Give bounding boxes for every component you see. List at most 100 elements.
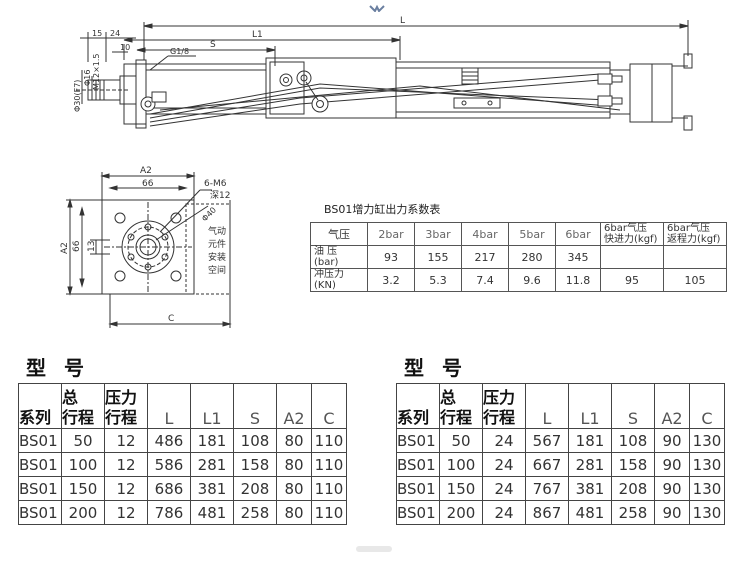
table-cell: 158 [233,452,277,477]
table-cell: 481 [568,500,612,525]
force-cell: 9.6 [508,268,556,292]
table-cell: 24 [482,500,526,525]
model-header-press-bottom: 行程 [105,408,138,427]
force-header-cell: 4bar [461,222,509,246]
table-cell: 50 [439,428,483,453]
dim-24-label: 24 [110,29,120,38]
dim-c-label: C [168,314,174,324]
model-header-c: C [311,383,347,429]
table-cell: BS01 [396,476,440,501]
phi30-label: Φ30(F7) [73,80,82,112]
force-header-6-line2: 快进力(kgf) [604,234,658,245]
force-table-title: BS01增力缸出力系数表 [324,203,441,216]
note-line2: 元件 [208,238,226,250]
table-cell: 258 [611,500,655,525]
force-header-cell: 气压 [310,222,368,246]
table-cell: 258 [233,500,277,525]
force-table-header-row: 气压 2bar 3bar 4bar 5bar 6bar 6bar气压 快进力(k… [310,222,727,246]
dim-10-label: 10 [120,43,130,52]
model-header-l1: L1 [568,383,612,429]
footer-mark [356,546,392,552]
table-cell: 90 [654,428,690,453]
force-row-label-line2: (bar) [314,257,339,268]
model-header-s: S [233,383,277,429]
force-header-7-line1: 6bar气压 [667,223,710,234]
force-row-label-line2: (KN) [314,280,336,291]
model-header-l: L [525,383,569,429]
table-cell: 181 [568,428,612,453]
table-cell: 110 [311,452,347,477]
dim-a2v-label: A2 [60,242,70,254]
force-row-label: 油 压 (bar) [310,245,368,269]
table-cell: 281 [190,452,234,477]
model-table-left-title: 型号 [26,356,102,380]
model-table-header-row: 系列 总 行程 压力 行程 L L1 S A2 C [18,383,347,429]
force-table-row: 油 压 (bar) 93 155 217 280 345 [310,245,727,269]
table-cell: 24 [482,452,526,477]
table-cell: 90 [654,452,690,477]
side-view-drawing: L L1 S 15 24 10 G1/8 Φ16 M12×1.5 Φ30(F7) [73,16,693,131]
table-cell: 12 [104,476,148,501]
table-cell: 200 [439,500,483,525]
dim-a2-label: A2 [140,166,152,176]
table-cell: 667 [525,452,569,477]
top-mark-icon [369,4,385,12]
model-header-l1: L1 [190,383,234,429]
table-cell: 110 [311,500,347,525]
force-header-cell: 3bar [414,222,462,246]
force-cell [663,245,727,269]
model-header-a2: A2 [654,383,690,429]
model-header-press-top: 压力 [483,388,516,407]
model-header-series: 系列 [396,383,440,429]
table-cell: 90 [654,500,690,525]
table-cell: 110 [311,428,347,453]
table-cell: 150 [439,476,483,501]
table-cell: 50 [61,428,105,453]
table-cell: 486 [147,428,191,453]
table-cell: 12 [104,452,148,477]
dim-13-label: 13 [87,241,97,252]
table-cell: 130 [689,428,725,453]
force-cell: 7.4 [461,268,509,292]
table-cell: 481 [190,500,234,525]
dim-15-label: 15 [92,29,102,38]
model-header-total: 总 行程 [61,383,105,429]
model-header-press-top: 压力 [105,388,138,407]
m12-label: M12×1.5 [92,53,101,90]
model-header-press: 压力 行程 [104,383,148,429]
force-row-label-line1: 冲压力 [314,269,344,280]
table-cell: 130 [689,476,725,501]
force-cell: 11.8 [555,268,601,292]
force-cell: 3.2 [367,268,415,292]
table-cell: 208 [611,476,655,501]
model-header-total: 总 行程 [439,383,483,429]
force-cell: 93 [367,245,415,269]
table-cell: 281 [568,452,612,477]
note-line1: 气动 [208,225,226,237]
table-cell: 381 [568,476,612,501]
force-row-label: 冲压力 (KN) [310,268,368,292]
force-header-cell: 6bar [555,222,601,246]
table-cell: BS01 [18,452,62,477]
table-cell: 130 [689,500,725,525]
dim-l1-label: L1 [252,30,263,40]
table-cell: BS01 [396,452,440,477]
table-cell: 767 [525,476,569,501]
dim-66-label: 66 [142,179,154,189]
force-cell: 105 [663,268,727,292]
table-cell: 12 [104,500,148,525]
thread-label: 6-M6 [204,179,227,189]
model-header-series: 系列 [18,383,62,429]
note-line4: 空间 [208,264,226,276]
table-cell: BS01 [18,476,62,501]
dim-66v-label: 66 [72,240,82,252]
table-cell: 80 [276,428,312,453]
table-cell: 158 [611,452,655,477]
force-header-cell: 5bar [508,222,556,246]
